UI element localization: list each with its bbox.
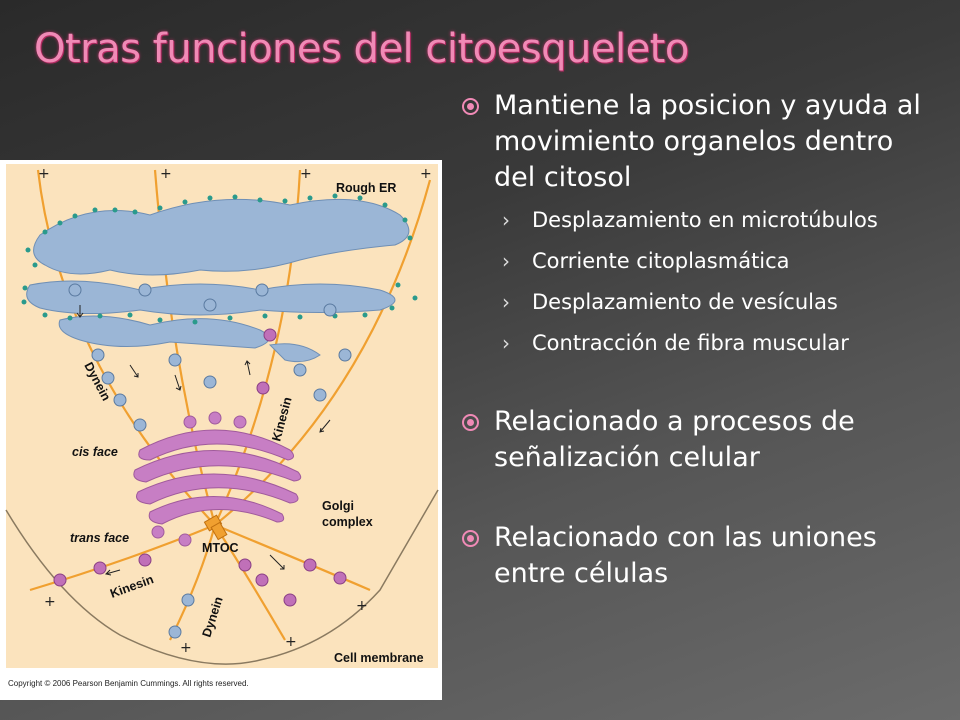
subitem-1-text: Desplazamiento en microtúbulos	[532, 208, 878, 232]
plus-marker: +	[300, 166, 312, 182]
label-cis-face: cis face	[72, 445, 118, 459]
vesicles-purple	[53, 328, 347, 607]
subitem-3: › Desplazamiento de vesículas	[462, 288, 942, 317]
label-trans-face: trans face	[70, 531, 129, 545]
bullet-3: Relacionado con las uniones entre célula…	[462, 520, 942, 592]
slide-title: Otras funciones del citoesqueleto	[34, 26, 689, 72]
bullet-target-icon	[462, 98, 479, 115]
bullet-target-icon	[462, 414, 479, 431]
cytoskeleton-diagram: + + + + + + + + Rough ER Dynein Kinesin …	[0, 160, 442, 700]
bullet-list: Mantiene la posicion y ayuda al movimien…	[462, 88, 942, 592]
bullet-1-text: Mantiene la posicion y ayuda al movimien…	[494, 90, 921, 193]
subitem-2: › Corriente citoplasmática	[462, 247, 942, 276]
plus-end-markers: + + + + + + + +	[38, 166, 432, 656]
chevron-right-icon: ›	[502, 208, 510, 232]
label-golgi-line2: complex	[322, 515, 373, 529]
plus-marker: +	[38, 166, 50, 182]
subitem-2-text: Corriente citoplasmática	[532, 249, 790, 273]
plus-marker: +	[180, 640, 192, 656]
vesicles-blue	[68, 283, 352, 639]
subitem-4: › Contracción de fibra muscular	[462, 329, 942, 358]
figure-copyright: Copyright © 2006 Pearson Benjamin Cummin…	[8, 679, 249, 688]
subitem-1: › Desplazamiento en microtúbulos	[462, 206, 942, 235]
label-mtoc: MTOC	[202, 541, 239, 555]
bullet-2-text: Relacionado a procesos de señalización c…	[494, 406, 855, 473]
plus-marker: +	[160, 166, 172, 182]
mtoc	[203, 514, 228, 541]
bullet-1: Mantiene la posicion y ayuda al movimien…	[462, 88, 942, 196]
plus-marker: +	[285, 634, 297, 650]
bullet-2: Relacionado a procesos de señalización c…	[462, 404, 942, 476]
label-rough-er: Rough ER	[336, 181, 396, 195]
plus-marker: +	[44, 594, 56, 610]
cell-illustration: + + + + + + + + Rough ER Dynein Kinesin …	[5, 164, 439, 688]
chevron-right-icon: ›	[502, 290, 510, 314]
rough-er	[26, 198, 410, 363]
subitem-4-text: Contracción de fibra muscular	[532, 331, 849, 355]
chevron-right-icon: ›	[502, 331, 510, 355]
bullet-3-text: Relacionado con las uniones entre célula…	[494, 522, 877, 589]
golgi-complex	[133, 411, 302, 547]
transport-arrows	[76, 305, 331, 576]
subitem-3-text: Desplazamiento de vesículas	[532, 290, 838, 314]
chevron-right-icon: ›	[502, 249, 510, 273]
ribosomes	[21, 193, 418, 325]
label-golgi-line1: Golgi	[322, 499, 354, 513]
label-cell-membrane: Cell membrane	[334, 651, 424, 665]
bullet-target-icon	[462, 530, 479, 547]
plus-marker: +	[356, 598, 368, 614]
plus-marker: +	[420, 166, 432, 182]
